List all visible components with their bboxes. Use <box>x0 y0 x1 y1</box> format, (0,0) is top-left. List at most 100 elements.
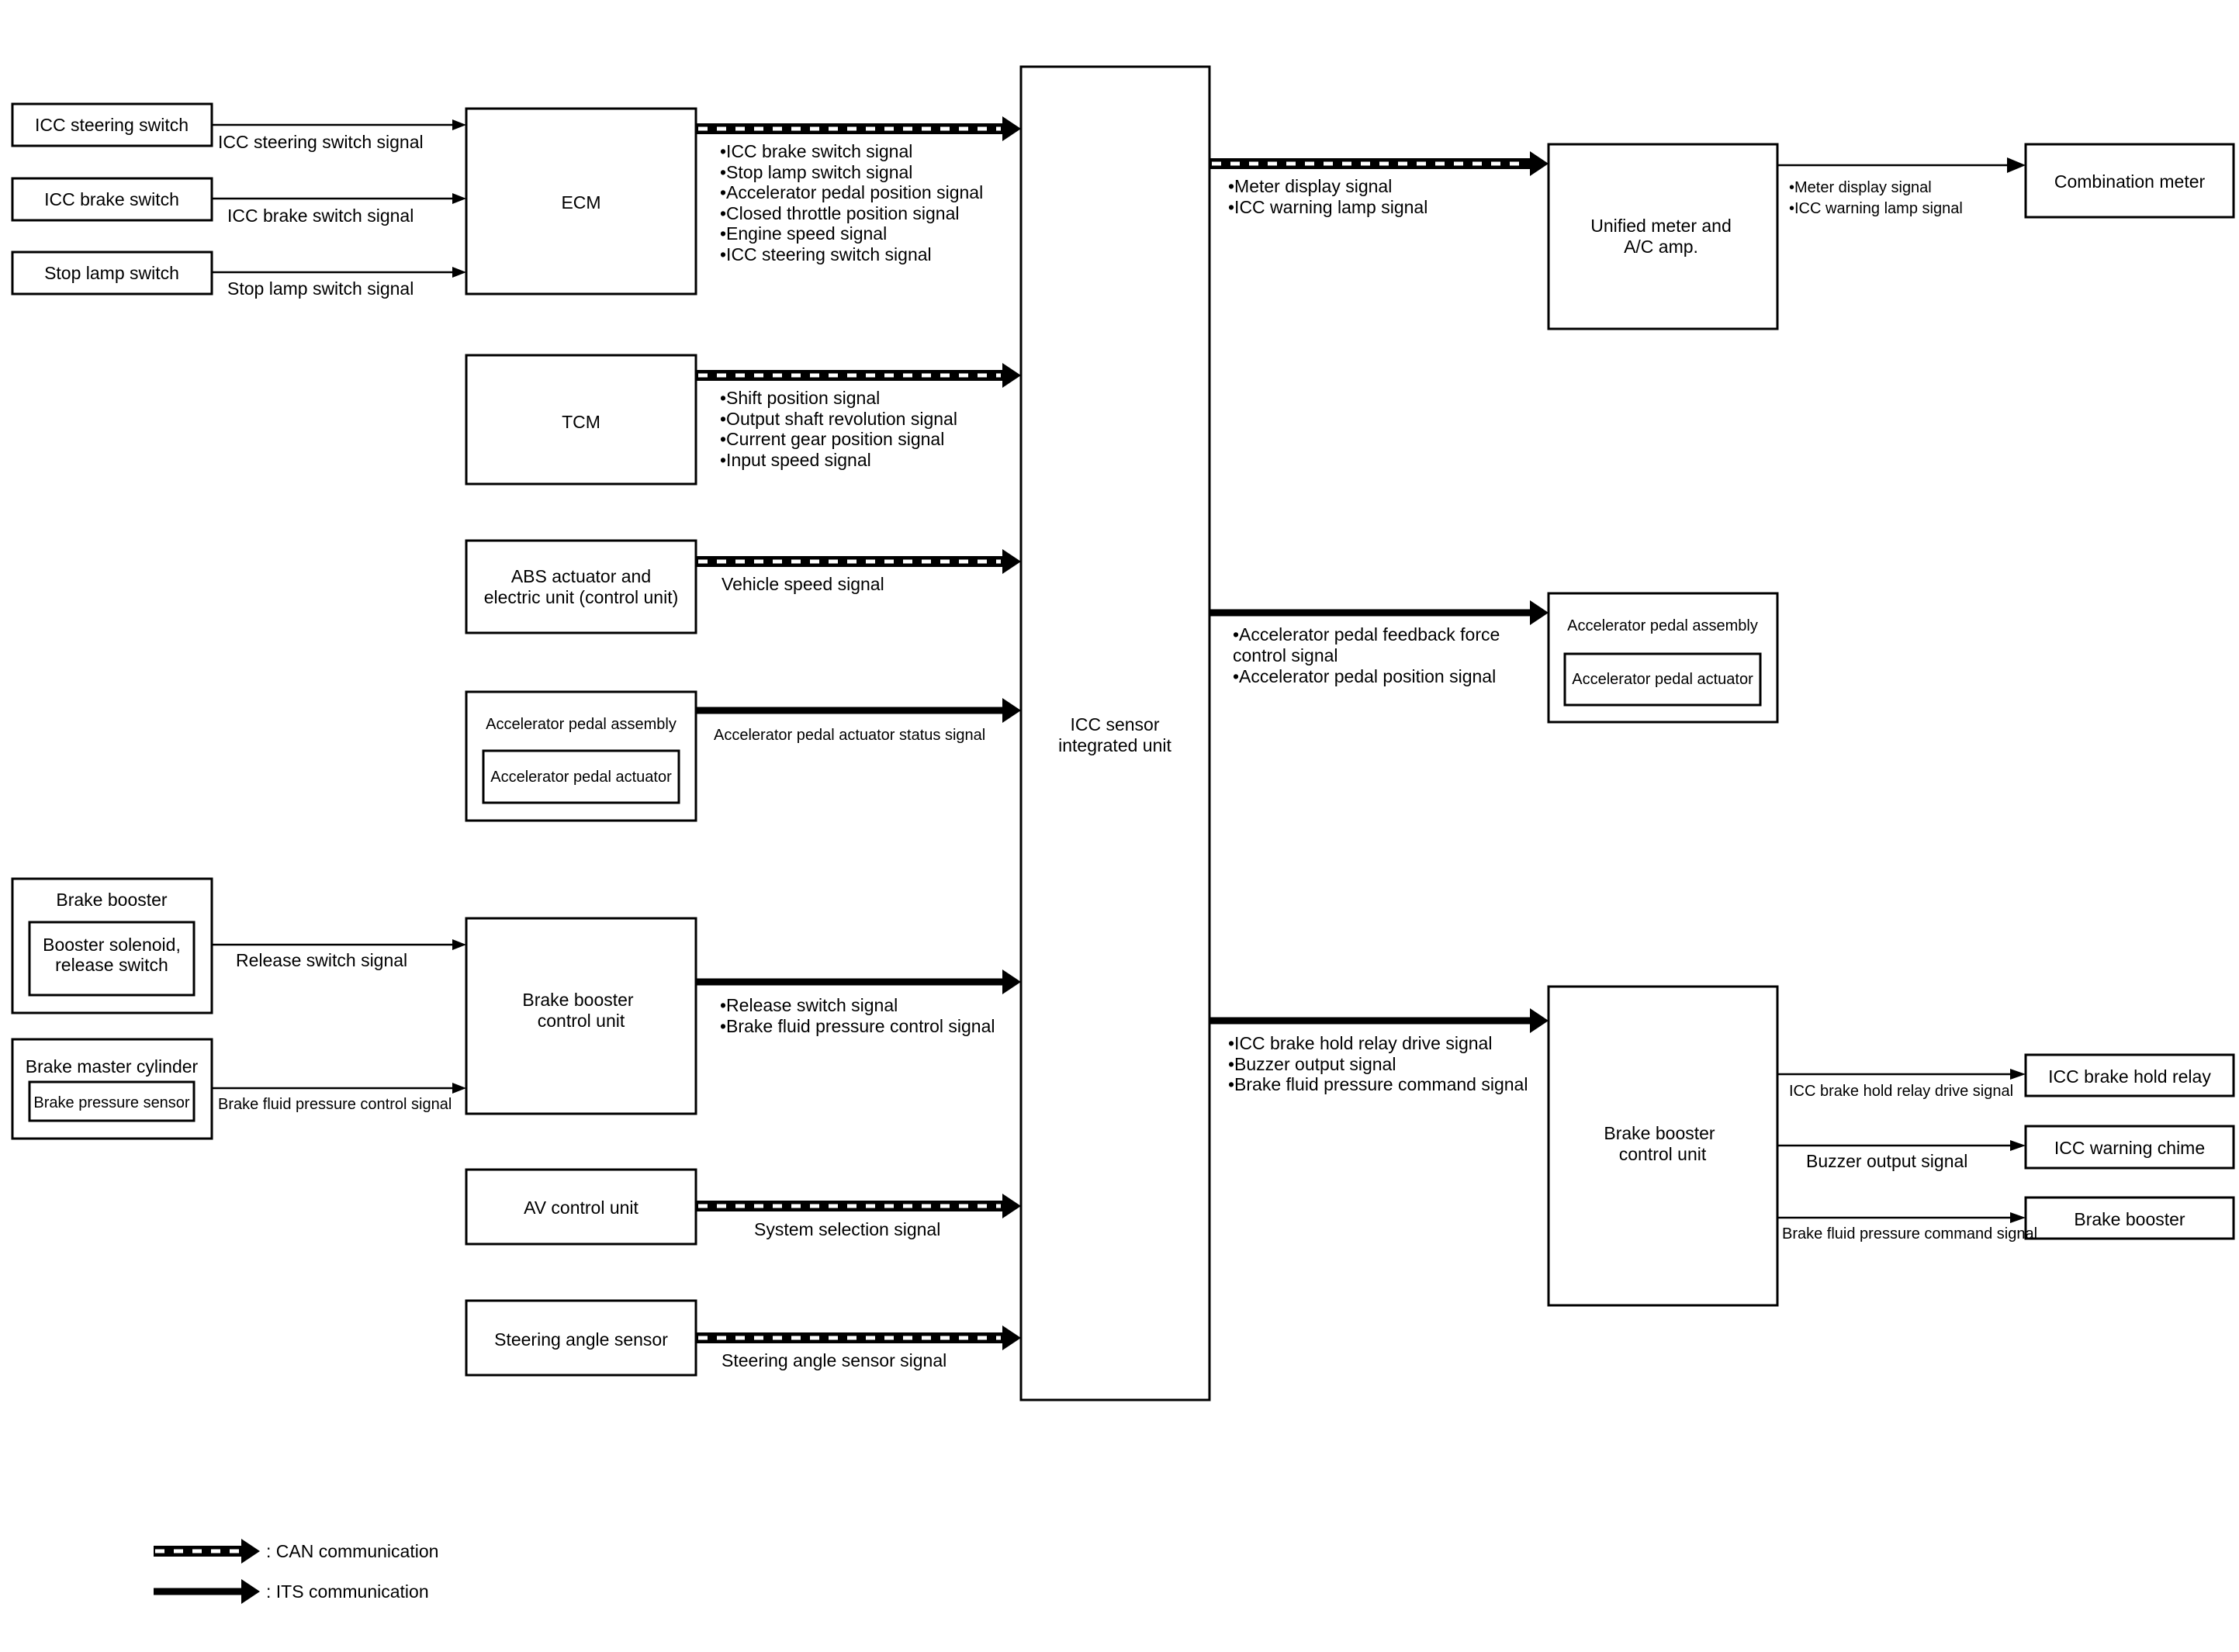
tcm-can-arrow <box>696 363 1021 388</box>
brake-fluid-pressure-control-signal-arrow <box>212 1083 466 1094</box>
av-control-unit-label: AV control unit <box>524 1198 638 1218</box>
brake-booster-right-box: Brake booster <box>2024 1196 2235 1240</box>
brake-master-cylinder-label: Brake master cylinder <box>26 1056 199 1077</box>
brake-right-signal-list: •ICC brake hold relay drive signal •Buzz… <box>1228 1033 1528 1094</box>
meter-signal: •Meter display signal <box>1228 176 1392 196</box>
icc-brake-switch-label: ICC brake switch <box>44 189 179 209</box>
icc-warning-chime-label: ICC warning chime <box>2054 1138 2205 1158</box>
brake-master-cylinder-box: Brake master cylinder Brake pressure sen… <box>11 1038 213 1140</box>
ecm-label: ECM <box>561 192 600 213</box>
abs-label-2: electric unit (control unit) <box>484 587 679 607</box>
accelerator-right-signal: •Accelerator pedal position signal <box>1233 666 1496 686</box>
brake-right-signal: •ICC brake hold relay drive signal <box>1228 1033 1492 1053</box>
steering-can-arrow <box>696 1325 1021 1350</box>
accelerator-pedal-assembly-left-label: Accelerator pedal assembly <box>486 716 677 733</box>
abs-label-1: ABS actuator and <box>511 566 651 586</box>
icc-brake-switch-box: ICC brake switch <box>11 177 213 222</box>
meter-can-arrow <box>1209 151 1549 176</box>
legend-can-label: : CAN communication <box>266 1541 438 1561</box>
icc-warning-chime-arrow <box>1777 1140 2026 1151</box>
buzzer-output-signal-label: Buzzer output signal <box>1806 1151 1967 1171</box>
stop-lamp-switch-label: Stop lamp switch <box>44 263 179 283</box>
release-switch-signal-arrow <box>212 939 466 950</box>
stop-lamp-switch-signal-label: Stop lamp switch signal <box>227 278 414 299</box>
icc-sensor-integrated-unit-box: ICC sensor integrated unit <box>1019 65 1211 1401</box>
icc-warning-chime-box: ICC warning chime <box>2024 1125 2235 1170</box>
tcm-box: TCM <box>465 354 697 486</box>
brake-booster-control-unit-right-label-2: control unit <box>1619 1144 1707 1164</box>
abs-box: ABS actuator and electric unit (control … <box>465 539 697 634</box>
brake-booster-label: Brake booster <box>56 890 168 910</box>
tcm-signal-list: •Shift position signal •Output shaft rev… <box>720 388 957 470</box>
ecm-box: ECM <box>465 107 697 295</box>
tcm-signal: •Input speed signal <box>720 450 871 470</box>
accelerator-pedal-assembly-right-box: Accelerator pedal assembly Accelerator p… <box>1547 592 1779 724</box>
accelerator-right-signal: •Accelerator pedal feedback force <box>1233 624 1500 645</box>
ecm-signal: •Closed throttle position signal <box>720 203 960 223</box>
brake-booster-signal: •Release switch signal <box>720 995 898 1015</box>
legend-its-line <box>154 1579 260 1604</box>
accelerator-right-its-arrow <box>1209 600 1549 625</box>
brake-booster-right-label: Brake booster <box>2074 1209 2185 1229</box>
accelerator-right-signal-list: •Accelerator pedal feedback force contro… <box>1233 624 1500 686</box>
legend-can-line <box>154 1539 260 1564</box>
ecm-signal: •Engine speed signal <box>720 223 887 244</box>
accelerator-pedal-actuator-left-label: Accelerator pedal actuator <box>490 769 672 786</box>
icc-brake-hold-relay-label: ICC brake hold relay <box>2048 1066 2211 1087</box>
icc-brake-hold-relay-arrow <box>1777 1069 2026 1080</box>
brake-booster-control-unit-right-box: Brake booster control unit <box>1547 985 1779 1307</box>
stop-lamp-switch-box: Stop lamp switch <box>11 251 213 295</box>
unified-meter-box: Unified meter and A/C amp. <box>1547 143 1779 330</box>
av-can-arrow <box>696 1194 1021 1218</box>
tcm-signal: •Current gear position signal <box>720 429 944 449</box>
brake-right-signal: •Buzzer output signal <box>1228 1054 1396 1074</box>
release-switch-signal-label: Release switch signal <box>236 950 407 970</box>
booster-solenoid-label-2: release switch <box>55 955 168 975</box>
brake-fluid-pressure-command-signal-label: Brake fluid pressure command signal <box>1782 1225 2037 1242</box>
combination-signal-list: •Meter display signal •ICC warning lamp … <box>1789 179 1963 217</box>
brake-booster-control-unit-left-box: Brake booster control unit <box>465 917 697 1115</box>
brake-booster-box: Brake booster Booster solenoid, release … <box>11 877 213 1014</box>
icc-steering-switch-box: ICC steering switch <box>11 102 213 147</box>
accelerator-pedal-assembly-right-label: Accelerator pedal assembly <box>1567 617 1758 634</box>
ecm-signal: •ICC steering switch signal <box>720 244 932 264</box>
icc-steering-switch-signal-arrow <box>212 119 466 130</box>
brake-right-signal: •Brake fluid pressure command signal <box>1228 1074 1528 1094</box>
stop-lamp-switch-signal-arrow <box>212 267 466 278</box>
vehicle-speed-signal-label: Vehicle speed signal <box>722 574 884 594</box>
icc-brake-switch-signal-label: ICC brake switch signal <box>227 206 414 226</box>
steering-angle-sensor-box: Steering angle sensor <box>465 1299 697 1377</box>
brake-booster-control-unit-left-label-2: control unit <box>538 1011 625 1031</box>
ecm-signal-list: •ICC brake switch signal •Stop lamp swit… <box>720 141 983 264</box>
av-control-unit-box: AV control unit <box>465 1168 697 1246</box>
brake-pressure-sensor-label: Brake pressure sensor <box>33 1094 190 1111</box>
legend-its-label: : ITS communication <box>266 1581 429 1602</box>
tcm-signal: •Output shaft revolution signal <box>720 409 957 429</box>
steering-angle-sensor-signal-label: Steering angle sensor signal <box>722 1350 946 1370</box>
unified-meter-label-1: Unified meter and <box>1590 216 1732 236</box>
icc-brake-switch-signal-arrow <box>212 193 466 204</box>
meter-signal-list: •Meter display signal •ICC warning lamp … <box>1228 176 1427 217</box>
brake-booster-control-unit-left-label-1: Brake booster <box>522 990 634 1010</box>
brake-booster-its-arrow <box>696 969 1021 994</box>
tcm-signal: •Shift position signal <box>720 388 880 408</box>
icc-brake-hold-relay-box: ICC brake hold relay <box>2024 1053 2235 1097</box>
brake-booster-right-arrow <box>1777 1212 2026 1223</box>
combination-signal: •Meter display signal <box>1789 179 1932 196</box>
brake-booster-signal-list: •Release switch signal •Brake fluid pres… <box>720 995 995 1036</box>
accelerator-right-signal: control signal <box>1233 645 1338 665</box>
brake-fluid-pressure-control-signal-label: Brake fluid pressure control signal <box>218 1096 452 1113</box>
ecm-signal: •ICC brake switch signal <box>720 141 912 161</box>
icc-sensor-integrated-unit-label-2: integrated unit <box>1058 735 1171 755</box>
brake-right-its-arrow <box>1209 1008 1549 1033</box>
booster-solenoid-label-1: Booster solenoid, <box>43 935 181 955</box>
tcm-label: TCM <box>562 412 600 432</box>
accelerator-pedal-actuator-right-label: Accelerator pedal actuator <box>1572 671 1753 688</box>
abs-can-arrow <box>696 549 1021 574</box>
legend: : CAN communication : ITS communication <box>154 1539 438 1604</box>
combination-meter-label: Combination meter <box>2054 171 2206 192</box>
accelerator-pedal-assembly-left-box: Accelerator pedal assembly Accelerator p… <box>465 690 697 822</box>
ecm-can-arrow <box>696 116 1021 141</box>
combination-meter-arrow <box>1777 157 2026 173</box>
accelerator-pedal-actuator-status-signal-label: Accelerator pedal actuator status signal <box>714 727 985 744</box>
